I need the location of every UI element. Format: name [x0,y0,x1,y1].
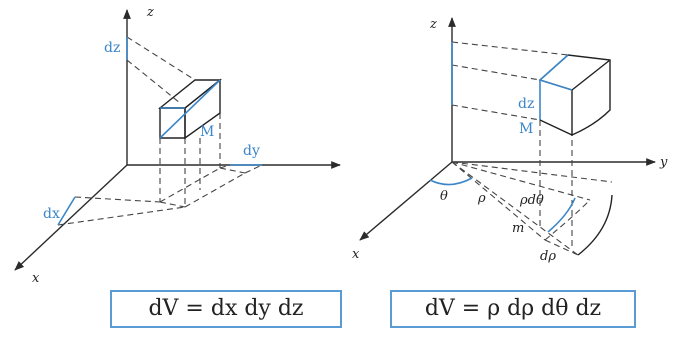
base-drho [544,239,579,256]
left-floor-4 [159,201,186,208]
left-floor-2 [184,172,246,208]
dx-segment [57,196,76,226]
left-x-axis [14,164,128,271]
rho-ray-1 [451,161,546,241]
right-x-axis [359,161,453,241]
cartesian-volume-formula: dV = dx dy dz [110,290,342,328]
point-m-lower-label: m [512,221,524,236]
outer-arc [577,194,613,256]
cube-side [184,78,221,140]
right-dz-label: dz [518,96,534,112]
cube-diagonal [159,79,221,139]
right-proj-1 [451,41,569,56]
left-z-label: z [146,5,154,20]
right-proj-2 [451,104,541,121]
dz-label: dz [104,40,120,56]
left-proj-dy-1 [244,164,263,174]
cylindrical-diagram: z y x θ ρ ρdθ dρ m dz M [352,17,668,264]
cylindrical-volume-formula: dV = ρ dρ dθ dz [390,290,636,328]
dx-label: dx [43,206,60,222]
left-proj-dz-top [126,36,196,81]
cylindrical-element [538,54,611,137]
wedge-outline [538,54,611,137]
right-y-label: y [659,155,668,170]
drho-label: dρ [540,249,556,264]
rho-dtheta-arc [547,197,576,233]
right-z-label: z [429,17,437,32]
cartesian-diagram: z x dz dx dy M [14,5,341,286]
rho-label: ρ [477,191,486,206]
right-proj-3 [451,64,541,81]
rho-ray-3 [451,161,613,183]
rho-ray-4 [451,161,591,201]
theta-arc [429,177,473,186]
rho-ray-2 [451,161,579,256]
volume-cube [158,78,222,140]
theta-label: θ [440,189,448,204]
wedge-blue-top [539,79,573,91]
left-proj-dy-2 [219,164,231,169]
wedge-top-edge [571,59,611,91]
wedge-blue-side [539,54,569,81]
point-m-label: M [200,124,214,140]
dy-label: dy [243,143,260,159]
left-x-label: x [32,271,40,286]
left-floor-3 [219,167,246,174]
base-arc-inner [544,199,591,241]
left-proj-dz-bottom [126,59,181,104]
left-proj-dx-1 [74,196,161,203]
left-floor-1 [159,167,221,203]
left-proj-dx-2 [57,206,186,226]
right-x-label: x [352,247,360,262]
wedge-bottom [539,119,573,136]
rho-dtheta-label: ρdθ [519,193,544,208]
point-m-upper-label: M [519,121,533,137]
